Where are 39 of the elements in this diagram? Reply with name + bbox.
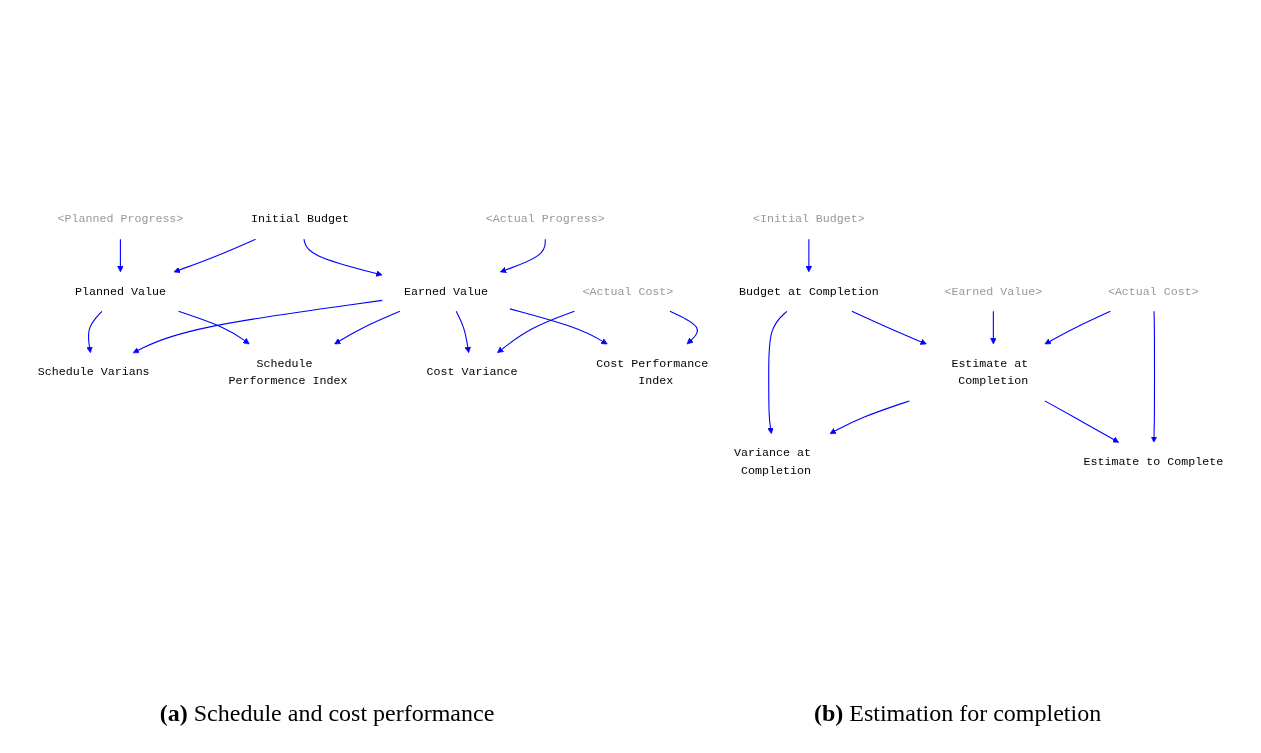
node-text: Estimate to Complete: [1083, 455, 1224, 469]
figure-caption: (a) Schedule and cost performance: [159, 700, 495, 727]
node-text: Initial Budget: [251, 212, 349, 226]
arrow: [497, 310, 575, 353]
arrow: [455, 310, 471, 353]
arrow: [499, 238, 546, 273]
node-text: Schedule Varians: [37, 365, 150, 379]
node-text: Schedule Performence Index: [228, 357, 348, 388]
node-text: <Planned Progress>: [57, 212, 184, 226]
arrow: [86, 310, 103, 353]
arrow: [1044, 400, 1120, 443]
node-text: Cost Performance Index: [596, 357, 709, 388]
arrow: [132, 299, 383, 353]
node-text: Earned Value: [404, 284, 489, 298]
node-text: <Initial Budget>: [752, 212, 865, 226]
arrow: [669, 310, 699, 345]
node-text: Budget at Completion: [738, 284, 879, 298]
arrow: [767, 310, 788, 434]
arrow: [990, 310, 997, 345]
arrow: [805, 238, 813, 273]
node-text: Cost Variance: [426, 365, 518, 379]
arrow: [1150, 310, 1158, 443]
node-text: <Earned Value>: [944, 284, 1043, 298]
node-text: <Actual Cost>: [1107, 284, 1199, 298]
node-text: Planned Value: [74, 284, 166, 298]
arrow: [334, 310, 401, 345]
arrow: [117, 238, 124, 273]
arrow: [1044, 310, 1111, 345]
arrow: [509, 308, 608, 345]
arrow: [303, 238, 383, 277]
arrow: [178, 310, 250, 345]
node-text: Variance at Completion: [734, 446, 811, 478]
arrow: [851, 310, 927, 345]
arrow: [829, 400, 910, 434]
node-text: Estimate at Completion: [951, 357, 1029, 388]
figure-caption: (b) Estimation for completion: [813, 700, 1102, 727]
node-text: <Actual Progress>: [485, 212, 605, 226]
node-text: <Actual Cost>: [582, 284, 674, 298]
arrow: [173, 238, 257, 273]
